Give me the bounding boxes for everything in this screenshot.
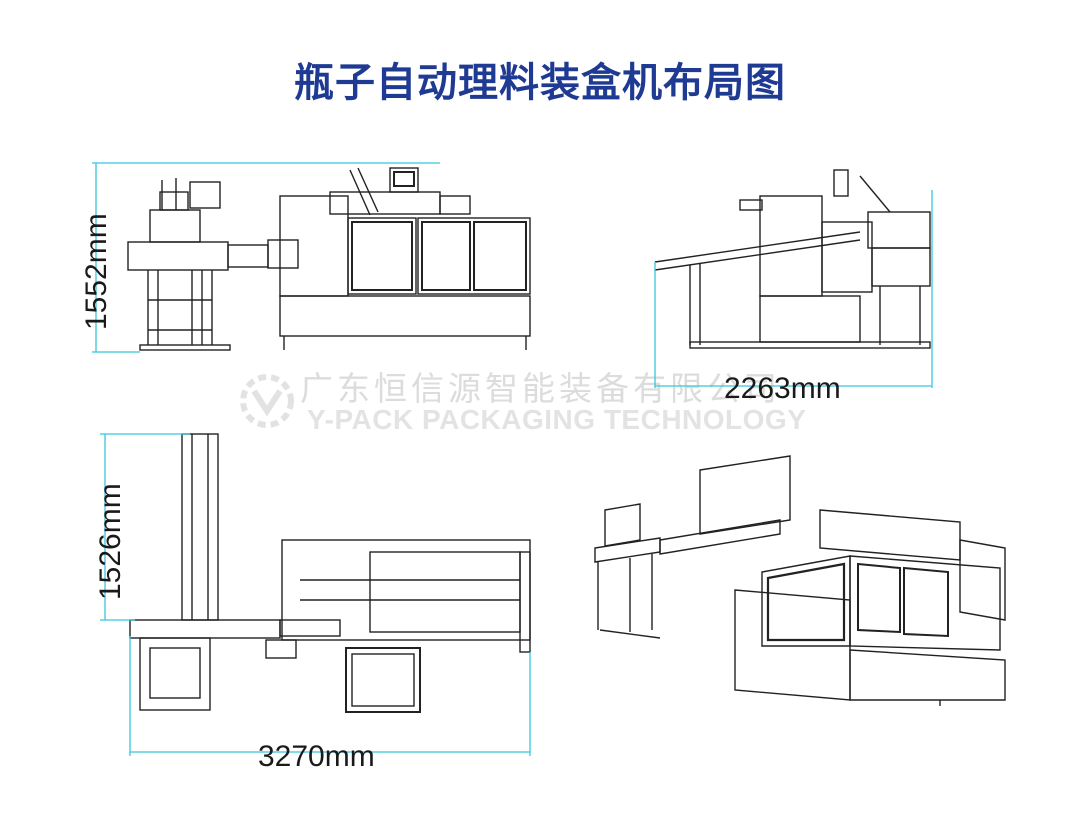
dim-side-width-line	[654, 190, 933, 388]
dim-top-depth: 1526mm	[94, 483, 127, 600]
side-view-machine	[654, 169, 931, 349]
company-logo-icon	[240, 374, 294, 428]
front-view-machine	[127, 167, 531, 351]
page-title: 瓶子自动理料装盒机布局图	[294, 60, 786, 106]
top-view-machine	[129, 433, 531, 713]
dim-top-length-line	[129, 636, 531, 756]
dim-front-height-line	[92, 162, 440, 353]
dim-side-width: 2263mm	[724, 372, 841, 405]
watermark-company-cn: 广东恒信源智能装备有限公司	[300, 369, 781, 408]
dim-top-depth-line	[100, 433, 190, 621]
dim-top-length: 3270mm	[258, 740, 375, 773]
dim-front-height: 1552mm	[80, 213, 113, 330]
isometric-view-machine	[594, 455, 1006, 706]
watermark-company-en: Y-PACK PACKAGING TECHNOLOGY	[307, 404, 807, 435]
